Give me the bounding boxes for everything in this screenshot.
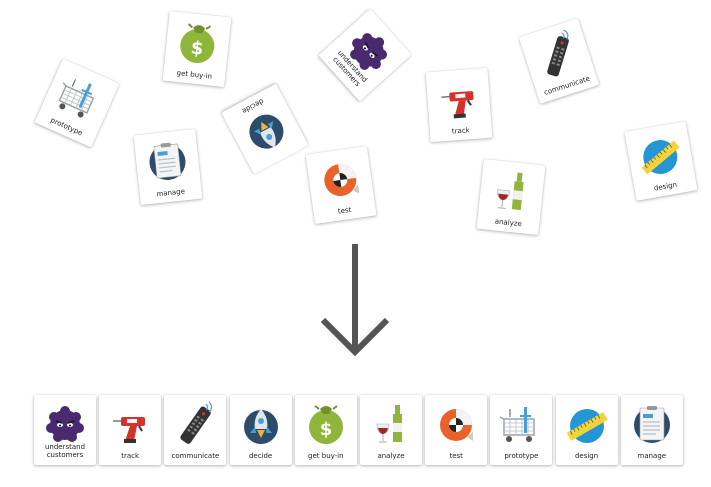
scattered-card-manage[interactable]: manage (133, 128, 203, 206)
svg-text:$: $ (320, 419, 333, 440)
ordered-card-decide[interactable]: decide (229, 395, 292, 465)
rocket-icon (243, 409, 278, 444)
card-label: communicate (171, 452, 220, 460)
ordered-card-design[interactable]: design (555, 395, 618, 465)
card-label: manage (637, 452, 667, 460)
rocket-icon (249, 114, 284, 149)
cart-prototype-icon (500, 407, 536, 442)
ordered-card-manage[interactable]: manage (620, 395, 683, 465)
remote-control-icon (547, 29, 569, 77)
cart-prototype-icon (58, 79, 95, 118)
measuring-tape-icon (641, 140, 680, 175)
ordered-card-communicate[interactable]: communicate (164, 395, 227, 465)
card-label: prototype (504, 452, 539, 460)
scattered-card-understand-customers[interactable]: understand customers (318, 8, 412, 102)
remote-control-icon (180, 401, 213, 444)
clipboard-icon (149, 142, 186, 181)
drill-icon (113, 417, 146, 443)
svg-text:$: $ (190, 37, 205, 59)
purple-monster-icon (350, 33, 388, 70)
wine-bottle-icon (497, 172, 524, 211)
scattered-card-track[interactable]: track (425, 67, 493, 143)
card-label: understand customers (44, 443, 86, 459)
crash-helmet-icon (440, 409, 474, 441)
scattered-card-communicate[interactable]: communicate (518, 18, 600, 104)
scattered-card-design[interactable]: design (624, 121, 698, 201)
scattered-card-decide[interactable]: decide (221, 83, 309, 175)
ordered-card-track[interactable]: track (99, 395, 162, 465)
money-bag-icon: $ (308, 405, 343, 444)
card-label: get buy-in (308, 452, 344, 460)
ordered-card-prototype[interactable]: prototype (490, 395, 553, 465)
measuring-tape-icon (566, 409, 608, 443)
ordered-card-understand-customers[interactable]: understand customers (34, 395, 96, 465)
card-label: design (574, 452, 599, 460)
scattered-card-analyze[interactable]: analyze (476, 158, 546, 236)
ordered-card-get-buy-in[interactable]: $ get buy-in (294, 395, 357, 465)
ordered-card-analyze[interactable]: analyze (360, 395, 422, 465)
clipboard-icon (633, 406, 670, 443)
scattered-card-get-buy-in[interactable]: $get buy-in (162, 10, 232, 88)
card-label: analyze (377, 452, 405, 460)
scattered-card-test[interactable]: test (305, 146, 377, 224)
wine-bottle-icon (376, 405, 402, 443)
purple-monster-icon (46, 406, 84, 442)
crash-helmet-icon (324, 164, 360, 197)
drill-icon (441, 91, 474, 119)
card-label: track (121, 452, 140, 460)
card-label: test (449, 452, 463, 460)
card-label: decide (248, 452, 273, 460)
money-bag-icon: $ (180, 23, 215, 64)
ordered-card-test[interactable]: test (425, 395, 488, 465)
down-arrow-icon (320, 244, 390, 357)
scattered-card-prototype[interactable]: prototype (34, 58, 120, 148)
